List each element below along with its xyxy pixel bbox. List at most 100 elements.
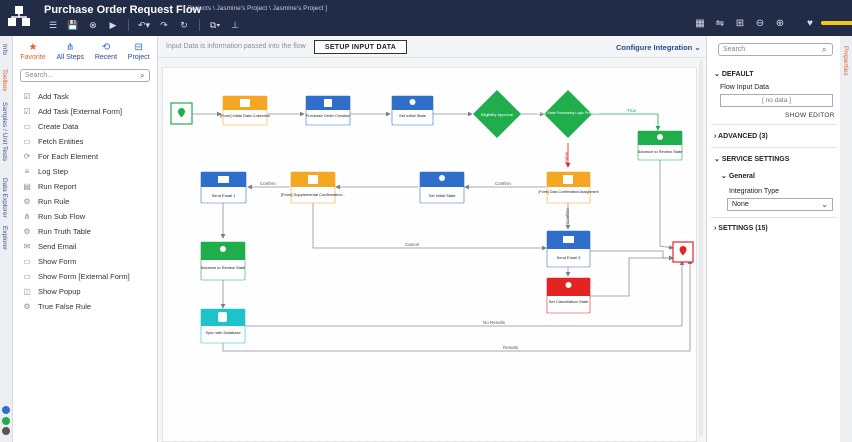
tab-project[interactable]: ⊟Project — [128, 42, 150, 66]
step-set-cancellation-state[interactable]: Set Cancellation State — [546, 277, 591, 314]
start-node[interactable] — [170, 102, 193, 125]
tab-recent[interactable]: ⟲Recent — [95, 42, 117, 66]
tab-info[interactable]: Info — [1, 44, 8, 55]
step-item[interactable]: ▤ Run Report — [20, 179, 130, 194]
section-advanced[interactable]: › ADVANCED (3) — [714, 133, 768, 140]
map-pin-icon — [409, 99, 416, 105]
app-logo-icon[interactable] — [7, 5, 31, 29]
data-icon: ▭ — [23, 122, 31, 131]
integration-type-label: Integration Type — [729, 188, 780, 195]
step-send-email-1[interactable]: Send Email 1 — [200, 171, 247, 204]
side-tab-strip: Info Toolbox Samples / Unit Tests Data E… — [0, 36, 13, 442]
setup-input-data-button[interactable]: SETUP INPUT DATA — [314, 40, 407, 54]
refresh-icon[interactable]: ↻ — [180, 19, 188, 30]
end-node[interactable] — [672, 241, 694, 263]
step-item[interactable]: ☑Add Task — [20, 89, 130, 104]
step-data-confirmation-assignment[interactable]: [Form] Data Confirmation Assignment — [539, 171, 599, 204]
popup-icon: ◫ — [23, 287, 31, 296]
canvas-scrollbar[interactable] — [699, 61, 703, 437]
settings-icon[interactable] — [2, 427, 10, 435]
toolbox-search-input[interactable]: Search... — [20, 69, 150, 82]
integration-type-select[interactable]: None⌄ — [727, 198, 833, 211]
tab-favorite[interactable]: ★Favorite — [20, 42, 45, 66]
report-icon: ▤ — [23, 182, 31, 191]
menu-icon[interactable]: ☰ — [48, 19, 58, 30]
step-initial-data-collection[interactable]: [Form] Initial Data Collection — [220, 95, 270, 126]
project-icon: ⊟ — [134, 42, 143, 53]
canvas-area[interactable]: True False Confirm Confirm Cancel Confir… — [162, 67, 697, 442]
divider — [711, 217, 837, 218]
tab-toolbox[interactable]: Toolbox — [1, 69, 8, 92]
hierarchy-icon[interactable]: ⊥ — [231, 19, 239, 30]
run-icon[interactable]: ▶ — [109, 19, 117, 30]
node-label: Eligibility Approval — [481, 112, 513, 117]
help-icon[interactable] — [2, 406, 10, 414]
step-item[interactable]: ⋔Run Sub Flow — [20, 209, 130, 224]
tab-label: Recent — [94, 54, 118, 61]
step-item[interactable]: ≡Log Step — [20, 164, 130, 179]
debug-icon[interactable]: ⊗ — [89, 19, 97, 30]
section-service-settings[interactable]: ⌄ SERVICE SETTINGS — [714, 155, 789, 163]
align-icon[interactable]: ⊞ — [735, 17, 745, 29]
step-sync-with-database[interactable]: Sync with Database — [200, 308, 246, 344]
zoom-fit-icon[interactable]: ⇋ — [715, 17, 725, 29]
zoom-in-icon[interactable]: ⊕ — [775, 17, 785, 29]
step-supplemental-confirmation[interactable]: [Form] Supplemental Confirmation... — [281, 171, 345, 204]
tab-properties[interactable]: Properties — [842, 46, 849, 76]
properties-search-input[interactable]: Search — [718, 43, 833, 56]
flow-canvas[interactable]: True False Confirm Confirm Cancel Confir… — [158, 60, 706, 442]
zoom-out-icon[interactable]: ⊖ — [755, 17, 765, 29]
chat-icon[interactable] — [2, 417, 10, 425]
step-item[interactable]: ⚙True False Rule — [20, 299, 130, 314]
search-icon[interactable]: ⌕ — [822, 45, 827, 54]
breadcrumb[interactable]: [ Projects \ Jasmine's Project \ Jasmine… — [184, 5, 327, 12]
node-label: Sync with Database — [205, 330, 241, 335]
toolbar-divider — [128, 19, 129, 31]
tab-all-steps[interactable]: ⋔All Steps — [56, 42, 84, 66]
step-item[interactable]: ⟳For Each Element — [20, 149, 130, 164]
step-item[interactable]: ✉Send Email — [20, 239, 130, 254]
rule-icon: ⚙ — [23, 302, 31, 311]
step-advance-to-review-state-2[interactable]: Advance to Review State — [201, 241, 246, 281]
step-item[interactable]: ▭Show Form — [20, 254, 130, 269]
step-item[interactable]: ▭ Create Data — [20, 119, 130, 134]
step-eligibility-approval[interactable]: Eligibility Approval — [473, 90, 521, 138]
email-icon: ✉ — [23, 242, 31, 251]
save-icon[interactable]: 💾 — [67, 19, 79, 30]
flow-input-data-field[interactable]: [ no data ] — [720, 94, 833, 107]
section-default[interactable]: ⌄ DEFAULT — [714, 70, 754, 78]
step-label: Create Data — [38, 122, 79, 131]
heart-icon[interactable]: ♥ — [807, 17, 813, 29]
section-label: DEFAULT — [721, 71, 754, 78]
step-item[interactable]: ◫Show Popup — [20, 284, 130, 299]
step-send-email-3[interactable]: Send Email 3 — [546, 230, 591, 268]
node-label: Set Initial State — [399, 113, 427, 118]
subsection-general[interactable]: ⌄ General — [721, 172, 755, 180]
configure-integration-dropdown[interactable]: Configure Integration ⌄ — [616, 43, 701, 52]
chevron-down-icon: ⌄ — [714, 156, 720, 163]
step-state-processing-rule[interactable]: [Rule] State Processing Logic Provided — [537, 90, 599, 138]
step-item[interactable]: ▭Show Form [External Form] — [20, 269, 129, 284]
edge-true — [588, 113, 661, 131]
search-icon[interactable]: ⌕ — [140, 71, 145, 80]
step-item[interactable]: ⚙Run Rule — [20, 194, 130, 209]
version-icon[interactable]: ⧉▾ — [209, 19, 221, 30]
step-set-initial-state[interactable]: Set Initial State — [391, 95, 434, 126]
step-set-initial-state-2[interactable]: Set Initial State — [419, 171, 465, 204]
step-item[interactable]: ▭Fetch Entities — [20, 134, 130, 149]
tab-data-explorer[interactable]: Data Explorer — [1, 178, 8, 218]
step-purchase-order-creation[interactable]: Purchase Order Creation — [305, 95, 351, 126]
tab-explorer[interactable]: Explorer — [1, 226, 8, 251]
tab-samples[interactable]: Samples / Unit Tests — [1, 102, 8, 162]
step-item[interactable]: ☑Add Task [External Form] — [20, 104, 130, 119]
grid-icon[interactable]: ▦ — [695, 17, 705, 29]
section-settings[interactable]: › SETTINGS (15) — [714, 225, 768, 232]
step-advance-to-review-state[interactable]: Advance to Review State — [638, 130, 683, 161]
step-label: Run Report — [38, 182, 77, 191]
step-item[interactable]: ⚙Run Truth Table — [20, 224, 130, 239]
show-editor-link[interactable]: SHOW EDITOR — [785, 112, 835, 119]
redo-icon[interactable]: ↷ — [160, 19, 168, 30]
map-pin-icon — [679, 246, 687, 256]
undo-icon[interactable]: ↶▾ — [137, 19, 151, 30]
map-pin-icon — [178, 108, 185, 118]
